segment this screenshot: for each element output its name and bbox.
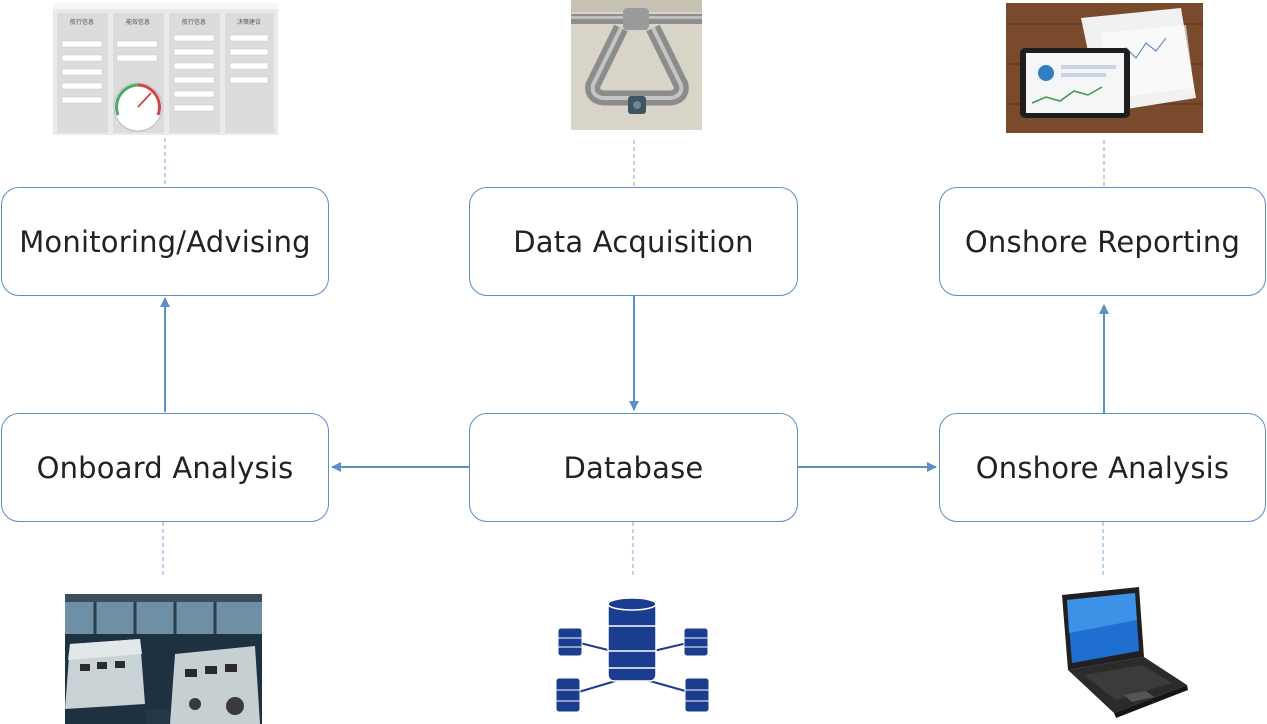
database-network-icon [550, 596, 715, 718]
flow-meter-image [571, 0, 702, 130]
node-label: Monitoring/Advising [19, 224, 311, 259]
software-tab-label: 决策建议 [237, 18, 261, 26]
node-data-acquisition: Data Acquisition [469, 187, 798, 296]
software-tab-label: 能效信息 [126, 18, 150, 26]
node-onshore-reporting: Onshore Reporting [939, 187, 1266, 296]
node-onshore-analysis: Onshore Analysis [939, 413, 1266, 522]
software-tab-label: 航行信息 [182, 18, 206, 26]
ship-bridge-image [65, 594, 262, 724]
software-tab-label: 航行信息 [70, 18, 94, 26]
node-monitoring-advising: Monitoring/Advising [1, 187, 329, 296]
node-label: Onboard Analysis [36, 450, 294, 485]
node-label: Database [563, 450, 704, 485]
tablet-report-image [1006, 3, 1203, 133]
node-database: Database [469, 413, 798, 522]
node-onboard-analysis: Onboard Analysis [1, 413, 329, 522]
monitoring-software-image: 航行信息 能效信息 航行信息 决策建议 [53, 3, 278, 135]
laptop-image [1054, 585, 1189, 720]
node-label: Onshore Reporting [964, 224, 1241, 259]
node-label: Data Acquisition [513, 224, 754, 259]
node-label: Onshore Analysis [975, 450, 1230, 485]
